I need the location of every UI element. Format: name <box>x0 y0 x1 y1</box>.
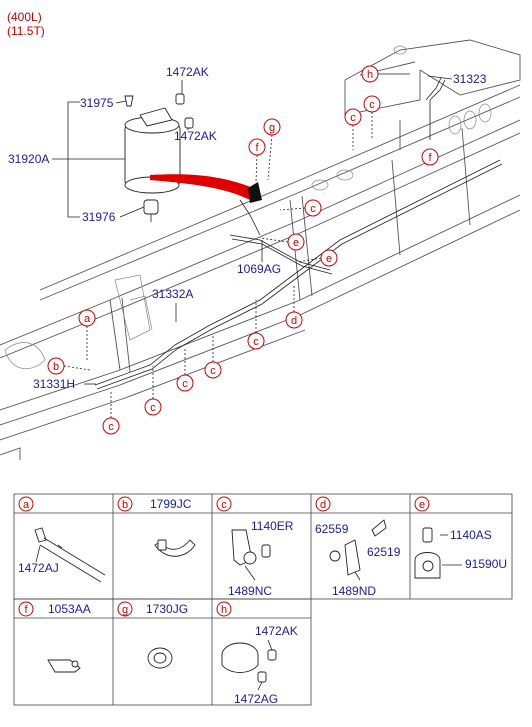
label-31976: 31976 <box>82 210 116 224</box>
legend-h-part-1: 1472AK <box>255 624 298 638</box>
label-31975: 31975 <box>80 96 114 110</box>
header-capacity: (400L) <box>7 10 42 24</box>
svg-text:d: d <box>320 499 326 511</box>
header-weight: (11.5T) <box>7 24 45 38</box>
legend-b-title: 1799JC <box>150 497 192 511</box>
svg-text:g: g <box>269 122 275 134</box>
legend-cell-g: g 1730JG <box>117 601 188 669</box>
svg-text:h: h <box>221 604 227 616</box>
callout-f-tank: f <box>421 148 439 166</box>
label-31920A: 31920A <box>8 152 49 166</box>
label-1472AK-mid: 1472AK <box>174 129 217 143</box>
bracket-icon <box>344 539 361 576</box>
svg-text:b: b <box>122 499 128 511</box>
callout-e-1: e <box>259 233 305 251</box>
bolt-icon <box>422 527 433 543</box>
legend-h-part-2: 1472AG <box>234 692 278 706</box>
callout-h-fuel-tank: h <box>361 65 410 83</box>
legend-cell-h: h 1472AK 1472AG <box>216 601 298 706</box>
legend-cell-c: c 1140ER 1489NC <box>216 496 294 598</box>
svg-text:f: f <box>255 142 259 154</box>
fitting-icon <box>267 649 277 661</box>
svg-text:c: c <box>310 203 316 215</box>
drain-plug-icon <box>143 199 159 215</box>
svg-text:c: c <box>108 421 114 433</box>
svg-text:a: a <box>23 499 30 511</box>
label-31332A: 31332A <box>152 287 193 301</box>
legend-g-title: 1730JG <box>146 602 188 616</box>
legend-f-title: 1053AA <box>48 602 91 616</box>
svg-text:h: h <box>367 69 373 81</box>
svg-text:c: c <box>253 336 259 348</box>
filter-mount-icon <box>248 182 262 203</box>
callout-c-tank-2: c <box>344 108 362 150</box>
svg-text:c: c <box>150 402 156 414</box>
legend-a-part-1: 1472AJ <box>18 561 59 575</box>
legend-cell-f: f 1053AA <box>18 601 91 673</box>
svg-text:b: b <box>53 361 59 373</box>
callout-c-frame-6: c <box>102 392 120 435</box>
callout-c-frame-4: c <box>176 348 194 392</box>
legend-cell-b: b 1799JC <box>117 496 196 557</box>
fitting-icon <box>257 671 267 683</box>
legend-grid <box>13 493 513 706</box>
top-fitting-icon <box>175 93 185 105</box>
legend-e-part-1: 1140AS <box>450 528 492 542</box>
svg-text:c: c <box>210 365 216 377</box>
svg-text:c: c <box>182 378 188 390</box>
fuel-line <box>94 77 503 390</box>
svg-text:e: e <box>293 237 299 249</box>
screw-icon <box>371 519 387 537</box>
legend-d-part-1: 62559 <box>315 522 349 536</box>
legend-cell-d: d 62559 62519 1489ND <box>315 496 401 598</box>
legend-c-part-1: 1140ER <box>251 519 294 533</box>
svg-text:d: d <box>291 315 297 327</box>
nut-icon <box>329 550 341 562</box>
callout-a: a <box>78 309 96 360</box>
legend-cell-e: e 1140AS 91590U <box>414 496 507 579</box>
legend-e-part-2: 91590U <box>465 557 507 571</box>
hose-clamp-icon <box>34 527 47 543</box>
label-31331H: 31331H <box>33 377 75 391</box>
callout-b: b <box>47 357 91 375</box>
legend-d-part-2: 62519 <box>367 545 401 559</box>
legend-c-part-2: 1489NC <box>228 584 272 598</box>
svg-text:a: a <box>84 313 91 325</box>
callout-c-frame-3: c <box>204 335 222 379</box>
svg-text:c: c <box>369 99 375 111</box>
fuel-filter-assembly <box>124 93 194 222</box>
bolt-icon <box>124 95 134 107</box>
callout-f-frame: f <box>248 138 266 183</box>
side-fitting-icon <box>184 117 194 129</box>
location-arrow-icon <box>150 174 258 200</box>
label-1069AG: 1069AG <box>237 262 281 276</box>
svg-text:f: f <box>428 152 432 164</box>
callout-e-2: e <box>297 249 338 267</box>
callout-c-tank-1: c <box>363 95 381 140</box>
callout-d: d <box>285 284 303 329</box>
svg-text:c: c <box>350 112 356 124</box>
legend-cell-a: a 1472AJ <box>18 496 106 583</box>
label-1472AK-top: 1472AK <box>166 65 209 79</box>
legend-d-part-3: 1489ND <box>332 584 376 598</box>
svg-text:f: f <box>24 604 28 616</box>
svg-text:g: g <box>122 604 128 616</box>
label-31323: 31323 <box>453 72 487 86</box>
chassis-frame <box>0 39 521 460</box>
callout-c-frame-1: c <box>279 199 322 217</box>
callout-g: g <box>263 118 281 181</box>
callout-c-frame-5: c <box>144 366 162 416</box>
svg-text:e: e <box>326 253 332 265</box>
svg-text:c: c <box>221 499 227 511</box>
svg-text:e: e <box>419 499 425 511</box>
bolt-icon <box>261 544 271 558</box>
callout-c-frame-2: c <box>247 300 265 350</box>
